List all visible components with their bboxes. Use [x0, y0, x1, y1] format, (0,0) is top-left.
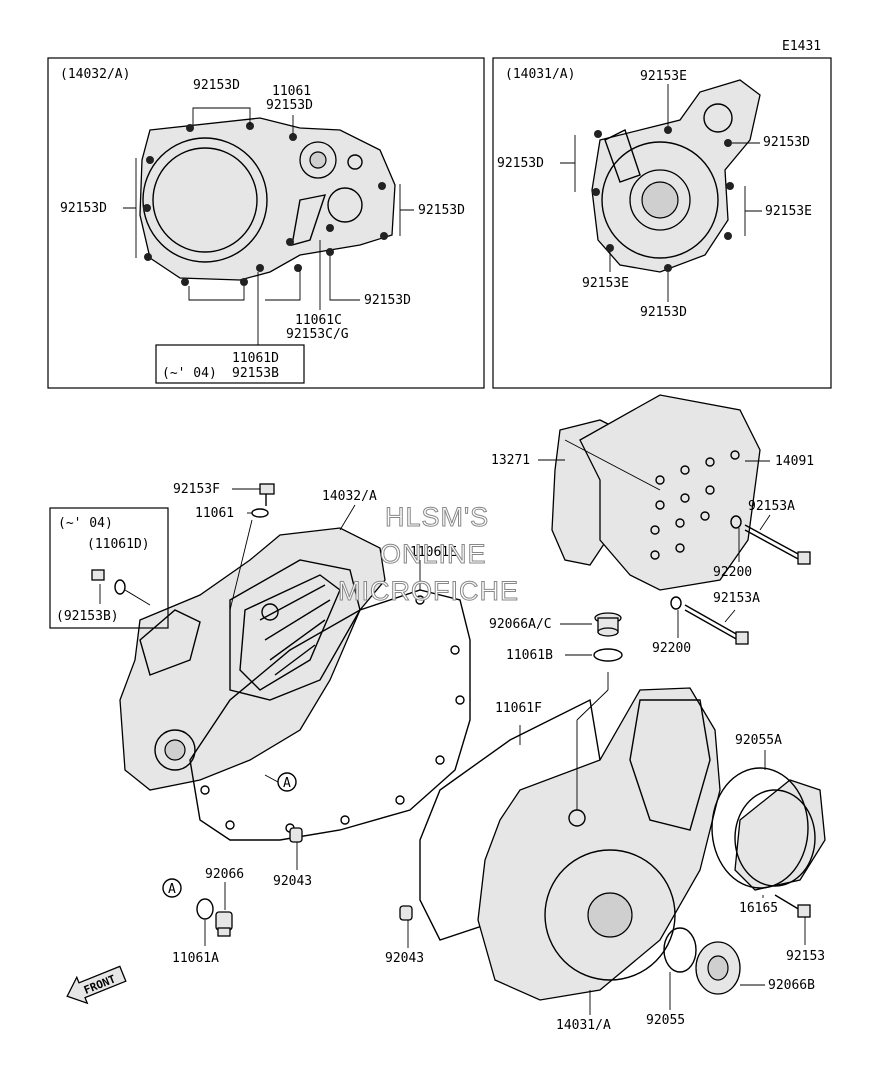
part-gasket-11061-small	[251, 508, 269, 518]
part-bolt-92153a-1	[744, 524, 811, 565]
part-dowel-92043-1	[289, 827, 303, 843]
part-oring-92055	[663, 927, 697, 973]
watermark: HLSM'S ONLINE MICROFICHE	[338, 502, 519, 607]
inset-left-cover	[139, 117, 396, 281]
ref-circle-a-2	[162, 878, 182, 898]
label-bolt-92153f: 92153F	[173, 482, 220, 497]
main-exploded-view: 92153F 11061 14032/A (~' 04) (11061D) (9…	[49, 394, 826, 1033]
watermark-line-1: HLSM'S	[385, 502, 489, 532]
plate-14091-holes	[650, 450, 740, 560]
label-gasket-11061a: 11061A	[172, 951, 219, 966]
part-cover-14032	[119, 527, 386, 791]
label-gasket-11061d: (11061D)	[87, 537, 150, 552]
label-inset-left-plug-1: 11061	[272, 84, 311, 99]
label-dowel-92043-1: 92043	[273, 874, 312, 889]
label-inset-right-bottom-left: 92153E	[582, 276, 629, 291]
part-bolt-92153a-2	[684, 604, 749, 645]
part-washer-92200-2	[670, 596, 682, 610]
part-bolt-92153	[774, 894, 811, 918]
label-cover-16165: 16165	[739, 901, 778, 916]
inset-right-cover	[591, 79, 761, 273]
watermark-line-3: MICROFICHE	[338, 576, 519, 606]
label-gasket-11061e: 11061E	[410, 545, 457, 560]
diagram-id: E1431	[782, 39, 821, 54]
label-inset-left-bolt-b: 92153B	[232, 366, 279, 381]
label-cover-14032: 14032/A	[322, 489, 377, 504]
label-ref-a-2: A	[168, 882, 176, 897]
part-bolt-92153b	[91, 569, 105, 581]
label-gasket-11061f: 11061F	[495, 701, 542, 716]
label-oring-92055: 92055	[646, 1013, 685, 1028]
label-inset-right-bottom: 92153D	[640, 305, 687, 320]
label-inset-right-left-bolts: 92153D	[497, 156, 544, 171]
front-arrow: FRONT	[66, 965, 127, 1005]
part-gasket-11061d	[114, 579, 126, 595]
label-gasket-11061b: 11061B	[506, 648, 553, 663]
label-inset-right-top-bolt: 92153E	[640, 69, 687, 84]
label-dowel-92043-2: 92043	[385, 951, 424, 966]
label-inset-right-right-bolts: 92153E	[765, 204, 812, 219]
part-bolt-92153f	[259, 483, 275, 506]
label-year-note: (~' 04)	[58, 516, 113, 531]
note-box-left	[49, 507, 169, 629]
inset-right-title: (14031/A)	[505, 67, 575, 82]
inset-left-bolts	[143, 122, 388, 286]
label-inset-left-bottom-bolt: 92153D	[364, 293, 411, 308]
part-plug-92066	[215, 911, 233, 937]
part-plate-14091	[579, 394, 761, 591]
inset-left: (14032/A)	[47, 57, 485, 389]
part-washer-92200-1	[730, 515, 742, 529]
label-inset-left-year-note: (~' 04)	[162, 366, 217, 381]
watermark-line-2: ONLINE	[380, 539, 487, 569]
inset-right-frame	[492, 57, 832, 389]
label-ref-a-1: A	[283, 776, 291, 791]
label-cap-92066b: 92066B	[768, 978, 815, 993]
label-ring-92055a: 92055A	[735, 733, 782, 748]
label-inset-left-gasket-d: 11061D	[232, 351, 279, 366]
part-cover-16165	[734, 779, 826, 891]
part-gasket-11061a	[196, 898, 214, 920]
label-inset-left-gasket-c: 11061C	[295, 313, 342, 328]
label-cover-14031: 14031/A	[556, 1018, 611, 1033]
label-plate-14091: 14091	[775, 454, 814, 469]
gasket-11061e-holes	[200, 595, 465, 833]
inset-right: (14031/A) 92153E 92153D 92153D 921	[492, 57, 832, 389]
label-damper-13271: 13271	[491, 453, 530, 468]
label-plug-92066: 92066	[205, 867, 244, 882]
part-cap-92066ac	[594, 612, 622, 637]
part-cap-92066b	[695, 941, 741, 995]
inset-left-note-box	[155, 344, 305, 384]
part-ring-92055a	[711, 767, 809, 889]
inset-left-frame	[47, 57, 485, 389]
label-bolt-92153: 92153	[786, 949, 825, 964]
label-inset-left-plug-1-bolt: 92153D	[266, 98, 313, 113]
label-bolt-92153a-2: 92153A	[713, 591, 760, 606]
label-washer-92200-1: 92200	[713, 565, 752, 580]
label-inset-left-bolt-cg: 92153C/G	[286, 327, 349, 342]
label-inset-left-left-bolts: 92153D	[60, 201, 107, 216]
main-leaders	[99, 439, 806, 1015]
part-gasket-11061b	[593, 648, 623, 662]
part-cover-14031	[477, 672, 721, 1001]
inset-left-title: (14032/A)	[60, 67, 130, 82]
label-bolt-92153a-1: 92153A	[748, 499, 795, 514]
label-gasket-11061: 11061	[195, 506, 234, 521]
part-gasket-11061e	[189, 589, 471, 841]
label-inset-left-right-bolts: 92153D	[418, 203, 465, 218]
label-washer-92200-2: 92200	[652, 641, 691, 656]
label-inset-right-right-bolt: 92153D	[763, 135, 810, 150]
part-dowel-92043-2	[399, 905, 413, 921]
inset-right-bolts	[592, 126, 734, 272]
label-inset-left-top-bolts: 92153D	[193, 78, 240, 93]
label-bolt-92153b: (92153B)	[56, 609, 119, 624]
label-cap-92066ac: 92066A/C	[489, 617, 552, 632]
